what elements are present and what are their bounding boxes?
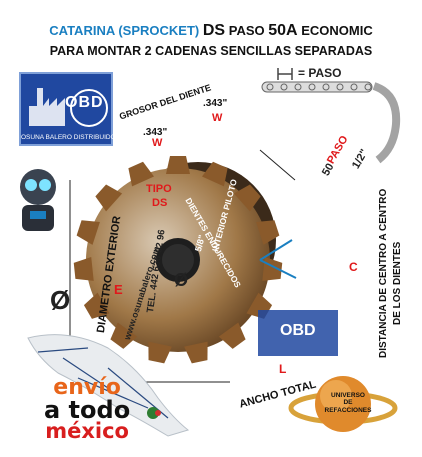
distancia-line1: DISTANCIA DE CENTRO A CENTRO [378, 188, 389, 358]
universo-line3: REFACCIONES [324, 406, 372, 414]
chain-illustration [261, 68, 401, 164]
sprocket-image [69, 149, 297, 383]
chain-paso-label: = PASO [298, 66, 342, 80]
title-paso: PASO [228, 23, 265, 38]
promo-line1: envío [53, 375, 121, 400]
distancia-line2: DE LOS DIENTES [392, 241, 403, 325]
universo-line1: UNIVERSO [331, 392, 365, 399]
factory-icon [29, 88, 108, 127]
envio-promo: envío a todo méxico [44, 375, 131, 443]
title-economic: ECONOMIC [301, 23, 373, 38]
w-right-label: W [212, 112, 223, 124]
mexico-map [27, 334, 190, 437]
promo-line2: a todo [44, 395, 131, 424]
e-label: E [114, 282, 123, 297]
logo-text: OBD [65, 94, 104, 111]
logo-brand: OSUNA BALERO DISTRIBUIDOR [21, 134, 121, 141]
ds-label: DS [152, 197, 168, 209]
c-label: C [349, 260, 358, 274]
watermark-logo: OBD [258, 310, 338, 356]
robot-icon [20, 169, 56, 231]
phi-symbol: Ø [50, 285, 71, 315]
tipo-label: TIPO [146, 183, 172, 195]
universo-text: UNIVERSO DE REFACCIONES [318, 392, 378, 414]
title-line-1: CATARINA (SPROCKET) DS PASO 50A ECONOMIC [0, 22, 422, 40]
title-50a: 50A [268, 22, 298, 39]
dim-343-right: .343" [203, 98, 228, 109]
universo-line2: DE [343, 399, 353, 407]
title-line-2: PARA MONTAR 2 CADENAS SENCILLAS SEPARADA… [49, 44, 373, 58]
promo-line3: méxico [45, 418, 129, 443]
obd-logo: OBD OSUNA BALERO DISTRIBUIDOR [19, 72, 121, 146]
w-left-label: W [152, 137, 163, 149]
l-label: L [279, 362, 287, 376]
dim-343-left: .343" [143, 127, 168, 138]
watermark-logo-text: OBD [280, 322, 316, 339]
universo-planet-icon [288, 376, 398, 432]
phi-symbol-center: Ø [174, 270, 189, 290]
title-catarina: CATARINA (SPROCKET) [49, 23, 200, 38]
title-ds: DS [202, 22, 226, 39]
